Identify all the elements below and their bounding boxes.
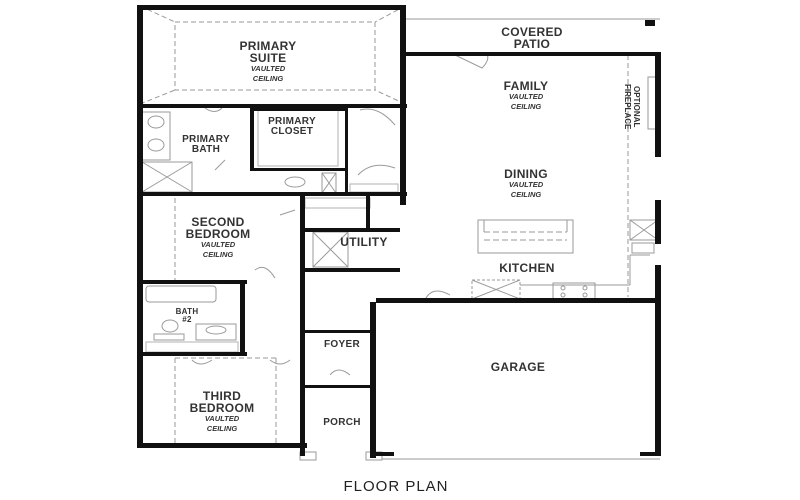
room-name: GARAGE — [490, 360, 546, 374]
room-name: UTILITY — [340, 235, 388, 249]
room-porch: PORCH — [323, 418, 361, 428]
room-note: VAULTED — [508, 180, 544, 189]
room-name: PRIMARY — [182, 134, 230, 145]
room-note: VAULTED — [204, 414, 240, 423]
room-name: PATIO — [513, 37, 551, 51]
room-name: DINING — [504, 167, 548, 181]
room-name: PRIMARY — [268, 116, 316, 127]
room-name: FOYER — [324, 339, 360, 350]
room-note: CEILING — [202, 249, 234, 259]
room-name: BATH — [175, 307, 199, 316]
room-note: VAULTED — [200, 240, 236, 249]
label-line: FIREPLACE — [623, 84, 633, 130]
optional-fireplace-label: OPTIONAL FIREPLACE — [622, 84, 641, 130]
room-primary-closet: PRIMARY CLOSET — [268, 117, 316, 137]
room-note: VAULTED — [250, 64, 286, 73]
room-utility: UTILITY — [340, 236, 387, 248]
room-name: CLOSET — [270, 126, 314, 137]
room-note: VAULTED — [508, 92, 544, 101]
room-note: CEILING — [252, 73, 284, 83]
room-note: CEILING — [510, 189, 542, 199]
room-note: CEILING — [206, 423, 238, 433]
room-name: FAMILY — [503, 79, 549, 93]
room-primary-bath: PRIMARY BATH — [182, 135, 230, 155]
room-dining: DINING VAULTED CEILING — [504, 168, 548, 199]
room-name: SUITE — [249, 51, 287, 65]
room-name: BATH — [191, 144, 221, 155]
room-second-bedroom: SECOND BEDROOM VAULTED CEILING — [186, 216, 251, 259]
room-garage: GARAGE — [491, 361, 545, 373]
room-name: PORCH — [323, 417, 361, 428]
room-kitchen: KITCHEN — [499, 262, 554, 274]
room-primary-suite: PRIMARY SUITE VAULTED CEILING — [240, 40, 297, 83]
room-family: FAMILY VAULTED CEILING — [504, 80, 549, 111]
room-bath-2: BATH #2 — [176, 308, 199, 324]
room-name: COVERED — [501, 25, 563, 39]
room-name: BEDROOM — [189, 401, 255, 415]
room-third-bedroom: THIRD BEDROOM VAULTED CEILING — [190, 390, 255, 433]
room-name: PRIMARY — [239, 39, 297, 53]
room-name: SECOND — [191, 215, 245, 229]
room-foyer: FOYER — [324, 340, 360, 350]
room-name: KITCHEN — [499, 261, 555, 275]
room-covered-patio: COVERED PATIO — [501, 26, 562, 50]
plan-title: FLOOR PLAN — [343, 478, 449, 495]
room-name: THIRD — [202, 389, 242, 403]
room-note: CEILING — [510, 101, 542, 111]
room-name: BEDROOM — [185, 227, 251, 241]
room-name: #2 — [182, 315, 192, 324]
label-line: OPTIONAL — [632, 86, 641, 128]
